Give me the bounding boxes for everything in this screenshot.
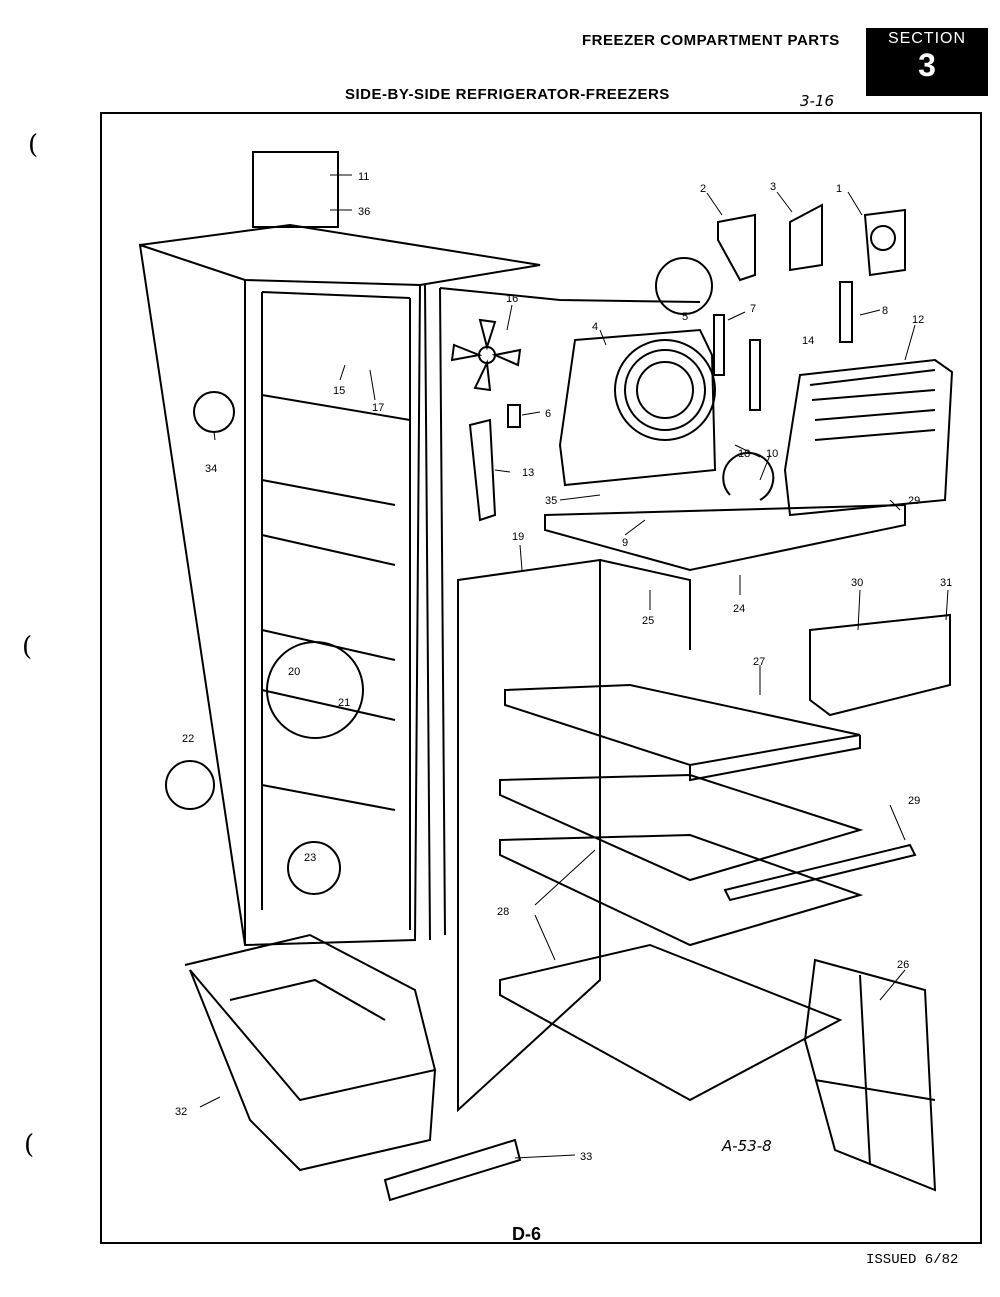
callout-number: 24 (733, 603, 745, 615)
section-label: SECTION (887, 30, 967, 47)
section-box: SECTION 3 (866, 28, 988, 96)
callout-number: 23 (304, 852, 316, 864)
tray-30-31 (809, 613, 951, 717)
callout-number: 19 (512, 531, 524, 543)
binder-hole-mark: ( (28, 130, 39, 160)
trim-strip-33 (383, 1138, 522, 1202)
issued-date: ISSUED 6/82 (866, 1252, 959, 1268)
callout-number: 15 (333, 385, 345, 397)
callout-number: 25 (642, 615, 654, 627)
callout-number: 31 (940, 577, 952, 589)
part-8 (839, 281, 853, 343)
callout-number: 1 (836, 183, 842, 195)
shelf-lower (499, 833, 864, 947)
callout-number: 12 (912, 314, 924, 326)
page-code: D-6 (512, 1224, 542, 1244)
shelf-middle (499, 773, 864, 882)
callout-number: 22 (182, 733, 194, 745)
part-13 (468, 418, 497, 522)
thermostat-box (252, 151, 339, 228)
handwritten-reference: 3-16 (800, 92, 835, 110)
bracket-1 (863, 208, 906, 277)
callout-number: 9 (622, 537, 628, 549)
detail-circle-22 (165, 760, 215, 810)
section-number: 3 (918, 47, 936, 83)
binder-hole-mark: ( (24, 1130, 35, 1160)
callout-number: 16 (506, 293, 518, 305)
callout-number: 4 (592, 321, 598, 333)
detail-circle-5 (655, 257, 713, 315)
shelf-27 (504, 683, 861, 782)
trim-strip-29 (723, 843, 917, 902)
callout-number: 6 (545, 408, 551, 420)
bracket-2 (717, 213, 756, 282)
section-header-title: FREEZER COMPARTMENT PARTS (582, 32, 840, 49)
callout-number: 36 (358, 206, 370, 218)
callout-number: 28 (497, 906, 509, 918)
callout-number: 14 (802, 335, 814, 347)
callout-number: 13 (522, 467, 534, 479)
ice-bin (184, 933, 437, 1172)
callout-number: 33 (580, 1151, 592, 1163)
callout-number: 7 (750, 303, 756, 315)
page-title: SIDE-BY-SIDE REFRIGERATOR-FREEZERS (345, 86, 670, 103)
callout-number: 34 (205, 463, 217, 475)
callout-number: 27 (753, 656, 765, 668)
cabinet-outline (138, 223, 701, 947)
callout-number: 20 (288, 666, 300, 678)
callout-number: 29 (908, 495, 920, 507)
callout-number: 29 (908, 795, 920, 807)
part-6 (507, 404, 521, 428)
callout-number: 3 (770, 181, 776, 193)
part-7 (713, 314, 725, 376)
diagram-frame (100, 112, 982, 1244)
shelf-top (544, 503, 906, 572)
callout-number: 10 (766, 448, 778, 460)
callout-number: 2 (700, 183, 706, 195)
callout-number: 30 (851, 577, 863, 589)
control-housing (783, 358, 954, 517)
detail-circle-20-21 (266, 641, 364, 739)
callout-number: 17 (372, 402, 384, 414)
callout-number: 32 (175, 1106, 187, 1118)
callout-number: 26 (897, 959, 909, 971)
fan-blade (450, 318, 522, 392)
callout-number: 21 (338, 697, 350, 709)
callout-number: 35 (545, 495, 557, 507)
part-14 (749, 339, 761, 411)
detail-circle-34 (193, 391, 235, 433)
callout-number: 8 (882, 305, 888, 317)
detail-circle-23 (287, 841, 341, 895)
drawing-code: A-53-8 (722, 1137, 772, 1155)
binder-hole-mark: ( (22, 632, 33, 662)
fan-housing (558, 328, 717, 487)
shelf-bottom (499, 943, 843, 1102)
callout-number: 5 (682, 311, 688, 323)
callout-number: 18 (738, 448, 750, 460)
rear-liner-panel (457, 558, 691, 1113)
bracket-3 (789, 203, 823, 272)
access-cover-26 (803, 958, 937, 1192)
callout-number: 11 (358, 171, 369, 183)
